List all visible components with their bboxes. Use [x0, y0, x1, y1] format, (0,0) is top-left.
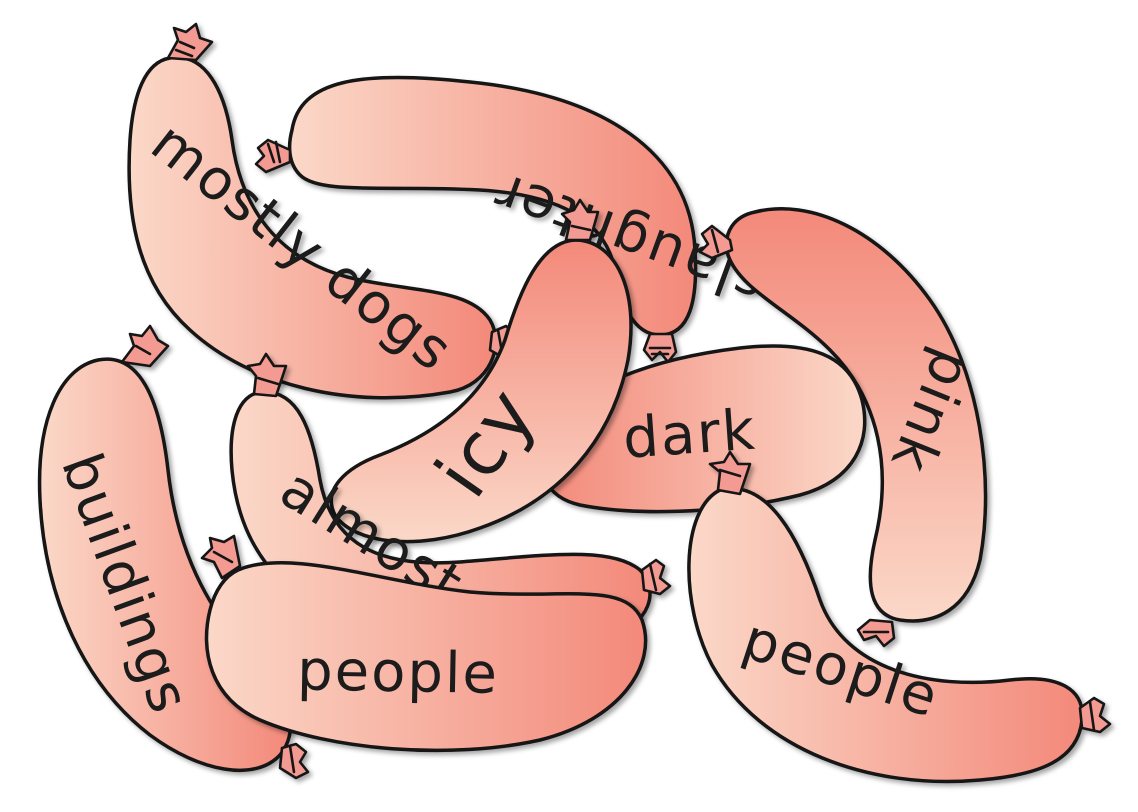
tie-icon: [640, 558, 672, 596]
tie-icon: [856, 618, 896, 648]
tie-icon: [708, 450, 752, 496]
tie-icon: [200, 534, 242, 580]
sausage-label-dark: dark: [621, 398, 759, 472]
sausage-icy: icy: [329, 198, 633, 544]
sausage-people-left: people: [200, 534, 648, 753]
tie-icon: [254, 138, 292, 174]
sausage-label-people-left: people: [297, 638, 500, 707]
tie-icon: [166, 22, 214, 62]
tie-icon: [246, 352, 288, 398]
tie-icon: [278, 742, 310, 780]
sausage-pink: pink: [698, 207, 988, 648]
tie-icon: [560, 198, 600, 242]
tie-icon: [120, 324, 170, 368]
tie-icon: [642, 332, 678, 364]
tie-icon: [1078, 696, 1112, 734]
tie-icon: [698, 224, 734, 260]
